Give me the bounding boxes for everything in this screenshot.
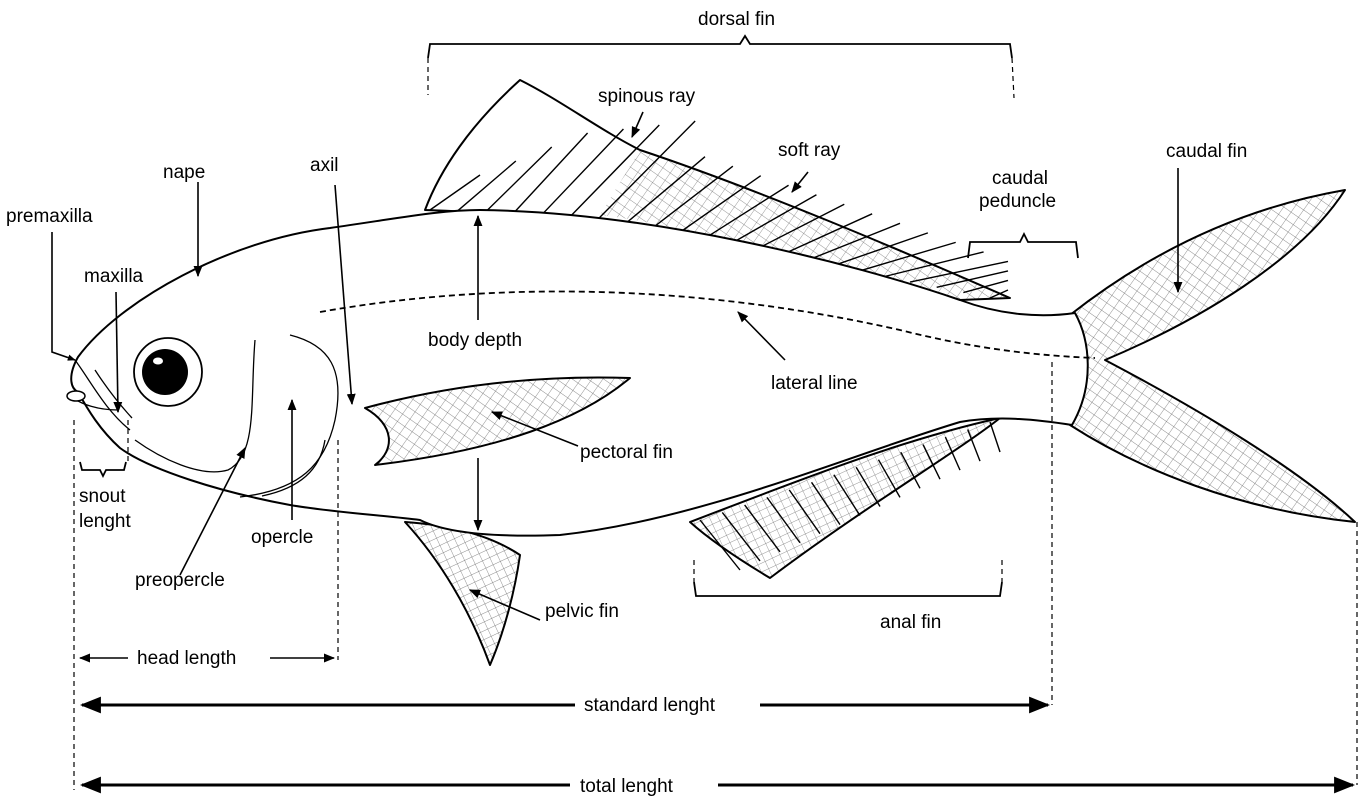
dorsal-fin-bracket	[428, 36, 1012, 58]
anal-fin-bracket	[694, 582, 1002, 596]
label-body-depth: body depth	[428, 330, 522, 351]
fish-body	[71, 210, 1088, 536]
soft-ray-arrow	[792, 172, 808, 192]
label-axil: axil	[310, 155, 339, 176]
label-caudal-fin: caudal fin	[1166, 141, 1247, 162]
label-spinous-ray: spinous ray	[598, 86, 696, 107]
label-preopercle: preopercle	[135, 570, 225, 591]
label-total-length: total lenght	[580, 776, 674, 797]
label-snout-1: snout	[79, 486, 126, 507]
pelvic-fin-shape	[405, 522, 520, 665]
label-opercle: opercle	[251, 527, 313, 548]
snout-length-bracket	[80, 462, 126, 476]
label-anal-fin: anal fin	[880, 612, 941, 633]
label-dorsal-fin: dorsal fin	[698, 9, 775, 30]
label-head-length: head length	[137, 648, 236, 669]
label-caudal-peduncle-1: caudal	[992, 168, 1048, 189]
anal-fin-ray	[990, 422, 1000, 452]
premaxilla-arrow	[52, 232, 75, 360]
label-maxilla: maxilla	[84, 266, 144, 287]
label-nape: nape	[163, 162, 205, 183]
label-premaxilla: premaxilla	[6, 206, 93, 227]
caudal-fin-shape	[1070, 190, 1355, 522]
eye	[134, 338, 202, 406]
label-pectoral-fin: pectoral fin	[580, 442, 673, 463]
label-snout-2: lenght	[79, 511, 131, 532]
label-caudal-peduncle-2: peduncle	[979, 191, 1056, 212]
label-lateral-line: lateral line	[771, 373, 858, 394]
label-pelvic-fin: pelvic fin	[545, 601, 619, 622]
label-standard-length: standard lenght	[584, 695, 716, 716]
spinous-ray-arrow	[632, 112, 643, 137]
label-soft-ray: soft ray	[778, 140, 841, 161]
caudal-peduncle-bracket	[968, 234, 1078, 258]
